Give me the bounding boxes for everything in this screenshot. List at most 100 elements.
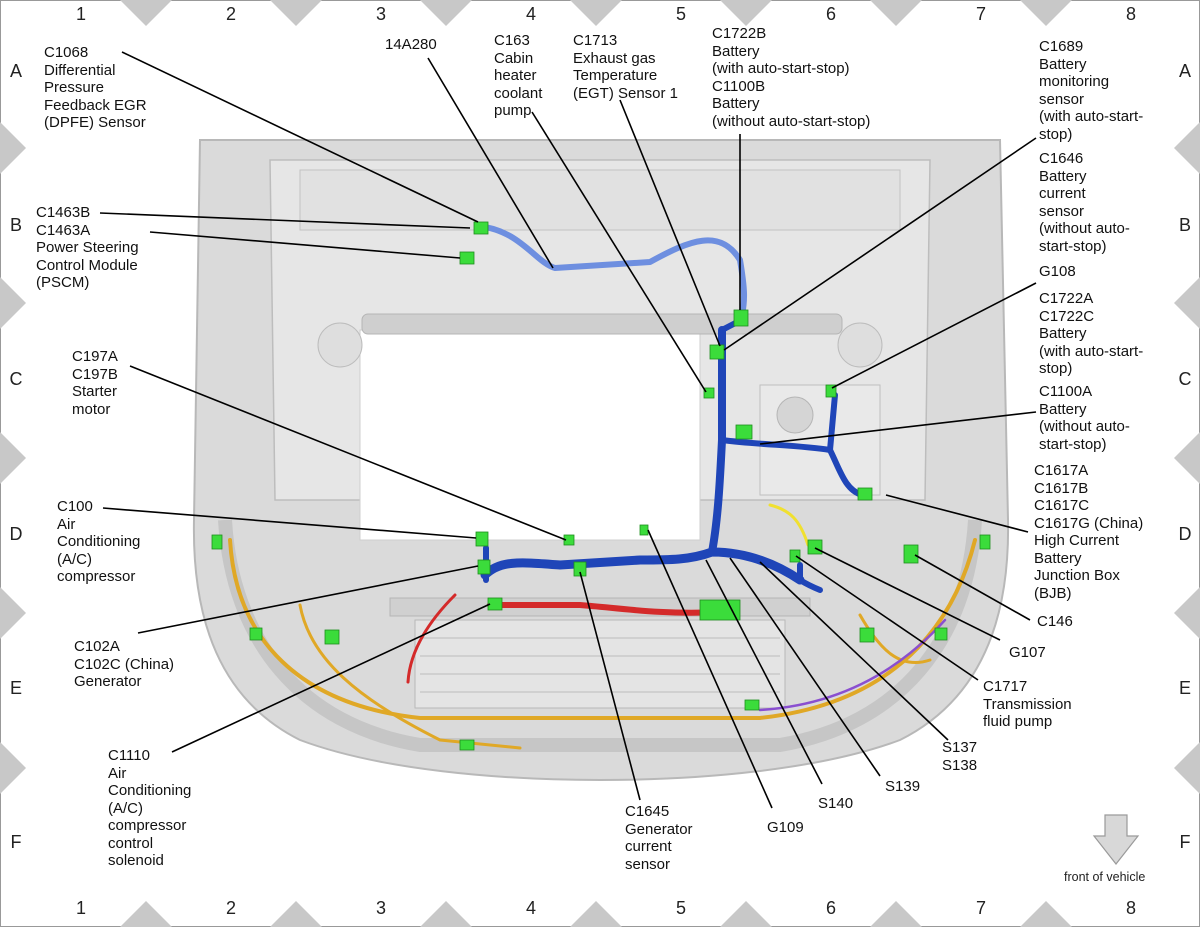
grid-marker-top-3 <box>420 0 472 26</box>
grid-marker-right-4 <box>1174 587 1200 639</box>
front-of-vehicle-label: front of vehicle <box>1064 870 1146 884</box>
grid-marker-left-1 <box>0 122 26 174</box>
grid-row-b-left: B <box>9 215 22 235</box>
grid-marker-bottom-6 <box>870 901 922 927</box>
grid-col-6-bottom: 6 <box>825 898 836 918</box>
connector-front-right <box>859 627 875 643</box>
connectors <box>211 221 991 751</box>
grid-marker-right-1 <box>1174 122 1200 174</box>
orange-wire-left <box>298 603 522 750</box>
grid-marker-bottom-2 <box>270 901 322 927</box>
label-g108: G108 <box>1039 263 1076 280</box>
grid-col-1-bottom: 1 <box>75 898 86 918</box>
battery-tray <box>759 384 881 496</box>
grid-col-3-top: 3 <box>375 4 386 24</box>
connector-c102 <box>477 559 491 575</box>
crossmember <box>361 313 843 335</box>
grid-marker-bottom-4 <box>570 901 622 927</box>
leader-c1689 <box>723 137 1037 351</box>
label-s137-s138: S137 S138 <box>942 739 978 774</box>
radiator-fins <box>420 637 780 693</box>
grid-col-4-top: 4 <box>525 4 536 24</box>
purple-wire <box>758 618 947 712</box>
leader-lines <box>99 51 1037 809</box>
grid-col-7-bottom: 7 <box>975 898 986 918</box>
vehicle-body <box>192 139 1010 782</box>
grid-col-2-bottom: 2 <box>225 898 236 918</box>
label-c1617-bjb: C1617A C1617B C1617C C1617G (China) High… <box>1034 462 1144 602</box>
grid-marker-bottom-7 <box>1020 901 1072 927</box>
grid-row-c-left: C <box>9 369 23 389</box>
battery-tray-hole <box>776 396 814 434</box>
label-c197: C197A C197B Starter motor <box>72 348 118 418</box>
leader-g108 <box>831 282 1037 389</box>
leader-g107 <box>814 547 1001 641</box>
radiator <box>414 619 786 709</box>
grid-marker-right-3 <box>1174 432 1200 484</box>
grid-marker-left-5 <box>0 742 26 794</box>
grid-row-b-right: B <box>1178 215 1191 235</box>
yellow-wire <box>768 503 810 547</box>
connector-c1110 <box>487 597 503 611</box>
grid-col-2-top: 2 <box>225 4 236 24</box>
leader-c1617 <box>885 494 1029 533</box>
leader-s139 <box>729 557 881 777</box>
leader-c102 <box>137 565 479 634</box>
grid-col-5-top: 5 <box>675 4 686 24</box>
leader-c1645 <box>579 571 641 801</box>
label-14a280: 14A280 <box>385 36 437 53</box>
label-c1645: C1645 Generator current sensor <box>625 803 693 873</box>
label-c1722b-c1100b: C1722B Battery (with auto-start-stop) C1… <box>712 25 871 130</box>
light-blue-harness <box>475 223 748 318</box>
right-strut-tower <box>837 322 883 368</box>
grid-row-f-left: F <box>10 832 22 852</box>
connector-c1645 <box>573 561 587 577</box>
leader-c1713 <box>619 99 721 347</box>
bumper-outline <box>218 519 982 752</box>
connector-g107 <box>807 539 823 555</box>
grid-col-5-bottom: 5 <box>675 898 686 918</box>
leader-c163 <box>531 111 707 393</box>
grid-col-8-top: 8 <box>1125 4 1136 24</box>
grid-col-6-top: 6 <box>825 4 836 24</box>
grid-row-a-left: A <box>9 61 22 81</box>
connector-bottom-right <box>744 699 760 711</box>
grid-marker-top-1 <box>120 0 172 26</box>
grid-col-1-top: 1 <box>75 4 86 24</box>
leader-c197 <box>129 365 567 541</box>
connector-g108 <box>825 384 837 398</box>
label-g109: G109 <box>767 819 804 836</box>
grid-marker-top-5 <box>720 0 772 26</box>
leader-c1463b <box>99 212 471 229</box>
left-strut-tower <box>317 322 363 368</box>
label-c1722a-c1722c: C1722A C1722C Battery (with auto-start- … <box>1039 290 1144 377</box>
leader-14a280 <box>427 57 554 269</box>
grid-row-a-right: A <box>1178 61 1191 81</box>
label-c1110: C1110 Air Conditioning (A/C) compressor … <box>108 747 192 869</box>
label-s140: S140 <box>818 795 854 812</box>
grid-col-3-bottom: 3 <box>375 898 386 918</box>
leader-c1100a <box>759 411 1037 445</box>
connector-c1068 <box>473 221 489 235</box>
grid-marker-top-6 <box>870 0 922 26</box>
leader-c1068 <box>121 51 479 223</box>
label-c1068: C1068 Differential Pressure Feedback EGR… <box>44 44 147 131</box>
red-cable <box>487 602 723 616</box>
leader-s137 <box>759 561 949 741</box>
connector-c100 <box>475 531 489 547</box>
grid-marker-right-5 <box>1174 742 1200 794</box>
orange-wire-right <box>858 613 932 665</box>
grid-marker-bottom-1 <box>120 901 172 927</box>
grid-col-8-bottom: 8 <box>1125 898 1136 918</box>
label-g107: G107 <box>1009 644 1046 661</box>
connector-front-module <box>699 599 741 621</box>
leader-c1463a <box>149 231 461 259</box>
label-c1689: C1689 Battery monitoring sensor (with au… <box>1039 38 1144 143</box>
harness-trunk <box>708 326 726 556</box>
connector-c146 <box>903 544 919 564</box>
grid-marker-top-2 <box>270 0 322 26</box>
engine-opening <box>359 329 701 541</box>
main-harness <box>480 547 805 585</box>
